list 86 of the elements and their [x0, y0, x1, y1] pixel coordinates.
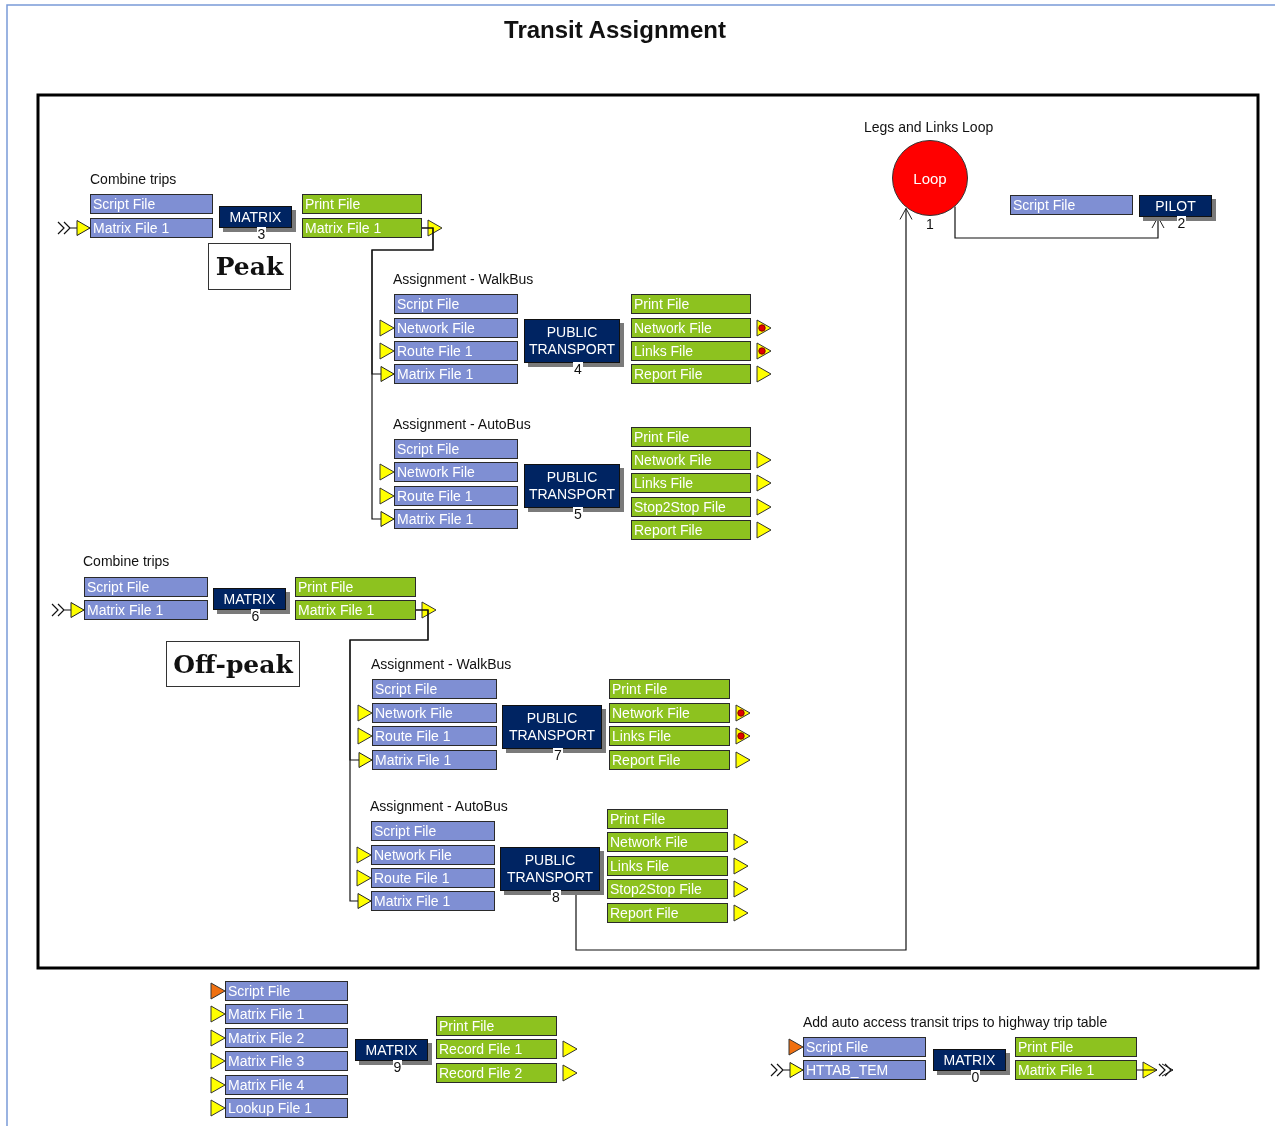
step-number: 2	[1176, 216, 1187, 230]
connector-line	[349, 609, 429, 909]
input-file-box: Matrix File 4	[225, 1075, 348, 1095]
output-file-box: Report File	[607, 903, 728, 923]
module-caption: Assignment - WalkBus	[393, 271, 534, 287]
connector-line	[954, 206, 1165, 239]
input-file-box: Lookup File 1	[225, 1098, 348, 1118]
input-file-box: Script File	[1010, 195, 1133, 215]
output-file-box: Links File	[607, 856, 728, 876]
connector-line	[371, 227, 434, 527]
output-file-box: Report File	[631, 364, 751, 384]
scenario-label-box: Off-peak	[166, 641, 300, 687]
output-file-box: Network File	[607, 832, 728, 852]
module-caption: Add auto access transit trips to highway trip table	[803, 1014, 1108, 1030]
input-file-box: Matrix File 1	[394, 509, 518, 529]
output-file-box: Record File 2	[436, 1063, 557, 1083]
input-file-box: Script File	[372, 679, 497, 699]
step-number: 9	[392, 1060, 403, 1074]
output-file-box: Print File	[609, 679, 730, 699]
scenario-label-box: Peak	[208, 243, 291, 290]
output-file-box: Report File	[609, 750, 730, 770]
output-file-box: Matrix File 1	[1015, 1060, 1137, 1080]
output-file-box: Links File	[631, 473, 751, 493]
input-file-box: Route File 1	[394, 341, 518, 361]
input-file-box: Matrix File 1	[371, 891, 495, 911]
diagram-title: Transit Assignment	[504, 16, 726, 44]
input-file-box: Matrix File 1	[90, 218, 213, 238]
input-file-box: Script File	[394, 439, 518, 459]
input-file-box: Network File	[394, 318, 518, 338]
link-arrow	[57, 220, 91, 236]
input-file-box: Network File	[394, 462, 518, 482]
output-file-box: Links File	[609, 726, 730, 746]
input-file-box: Matrix File 2	[225, 1028, 348, 1048]
link-arrow	[770, 1062, 804, 1078]
output-file-box: Matrix File 1	[302, 218, 422, 238]
input-file-box: Network File	[371, 845, 495, 865]
input-file-box: Matrix File 1	[394, 364, 518, 384]
output-file-box: Print File	[1015, 1037, 1137, 1057]
input-file-box: Script File	[371, 821, 495, 841]
input-file-box: Script File	[90, 194, 213, 214]
module-caption: Assignment - WalkBus	[371, 656, 512, 672]
input-file-box: HTTAB_TEM	[803, 1060, 926, 1080]
output-file-box: Stop2Stop File	[607, 879, 728, 899]
input-file-box: Script File	[225, 981, 348, 1001]
module-caption: Assignment - AutoBus	[393, 416, 531, 432]
step-number: 6	[250, 609, 261, 623]
connector-line	[575, 207, 913, 951]
input-file-box: Route File 1	[394, 486, 518, 506]
input-file-box: Matrix File 3	[225, 1051, 348, 1071]
output-file-box: Stop2Stop File	[631, 497, 751, 517]
link-arrow	[51, 602, 85, 618]
loop-caption: Legs and Links Loop	[864, 119, 994, 135]
output-file-box: Print File	[436, 1016, 557, 1036]
step-number: 3	[256, 227, 267, 241]
step-number: 5	[573, 507, 583, 521]
module-caption: Combine trips	[83, 553, 170, 569]
link-arrow	[1136, 1063, 1174, 1077]
input-file-box: Script File	[394, 294, 518, 314]
step-number: 1	[925, 217, 935, 231]
input-file-box: Route File 1	[372, 726, 497, 746]
input-file-box: Script File	[803, 1037, 926, 1057]
step-number: 4	[573, 362, 583, 376]
module-caption: Combine trips	[90, 171, 177, 187]
output-file-box: Network File	[609, 703, 730, 723]
output-file-box: Report File	[631, 520, 751, 540]
input-file-box: Route File 1	[371, 868, 495, 888]
output-file-box: Record File 1	[436, 1039, 557, 1059]
output-file-box: Network File	[631, 318, 751, 338]
output-file-box: Print File	[302, 194, 422, 214]
output-file-box: Print File	[631, 294, 751, 314]
step-number: 7	[553, 748, 563, 762]
input-file-box: Matrix File 1	[84, 600, 208, 620]
input-file-box: Script File	[84, 577, 208, 597]
output-file-box: Print File	[607, 809, 728, 829]
output-file-box: Print File	[295, 577, 416, 597]
output-file-box: Network File	[631, 450, 751, 470]
output-file-box: Links File	[631, 341, 751, 361]
output-file-box: Print File	[631, 427, 751, 447]
output-file-box: Matrix File 1	[295, 600, 416, 620]
input-file-box: Matrix File 1	[372, 750, 497, 770]
module-caption: Assignment - AutoBus	[370, 798, 508, 814]
input-file-box: Matrix File 1	[225, 1004, 348, 1024]
step-number: 0	[970, 1070, 981, 1084]
step-number: 8	[551, 890, 561, 904]
loop-circle: Loop	[892, 140, 968, 216]
input-file-box: Network File	[372, 703, 497, 723]
